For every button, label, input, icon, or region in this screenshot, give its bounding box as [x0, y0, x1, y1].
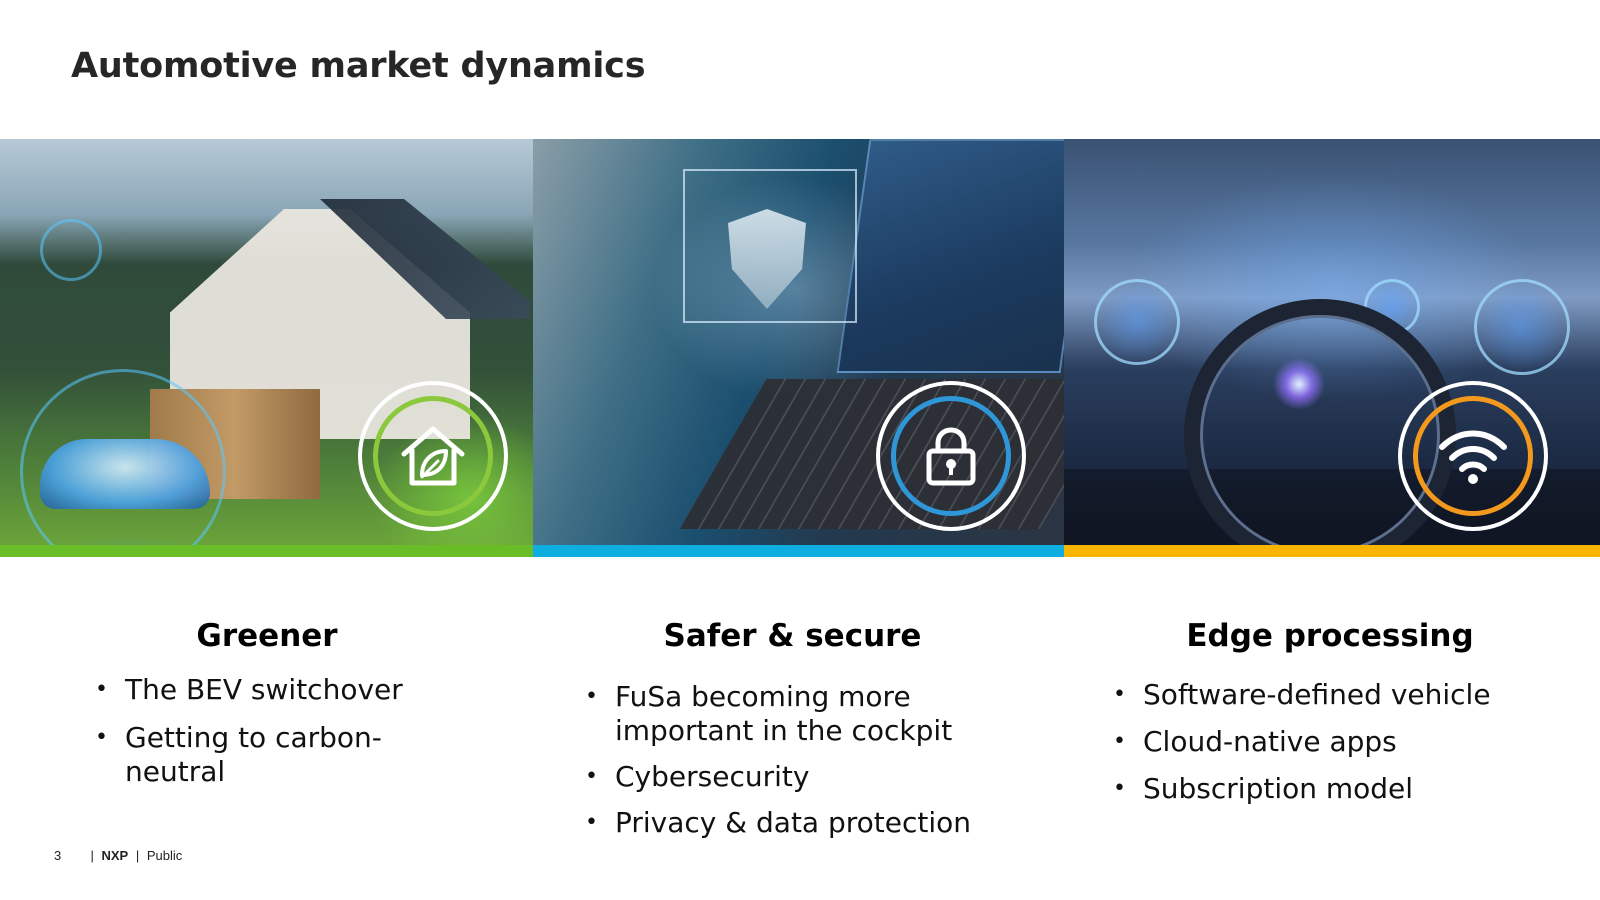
house-leaf-icon: [401, 426, 465, 486]
edge-bullet-list: •Software-defined vehicle •Cloud-native …: [1113, 678, 1573, 806]
wifi-icon: [1439, 430, 1507, 484]
edge-heading: Edge processing: [1186, 618, 1474, 654]
slide-title: Automotive market dynamics: [71, 46, 646, 86]
list-item: •FuSa becoming more important in the coc…: [585, 680, 953, 747]
blue-accent-bar: [533, 545, 1064, 557]
secure-heading: Safer & secure: [663, 618, 922, 654]
smart-home-photo: [0, 139, 533, 557]
slide-footer: 3 | NXP | Public: [54, 848, 182, 863]
green-accent-bar: [0, 545, 533, 557]
edge-badge: [1398, 381, 1548, 531]
footer-brand: NXP: [101, 848, 129, 863]
footer-separator: |: [135, 848, 140, 863]
edge-image-panel: [1064, 139, 1600, 557]
footer-classification: Public: [146, 848, 183, 863]
greener-heading: Greener: [196, 618, 338, 654]
hologram-frame: [683, 169, 857, 323]
list-item: •The BEV switchover: [95, 673, 403, 706]
padlock-icon: [926, 427, 976, 486]
hologram-ring: [20, 369, 226, 557]
secure-image-panel: [533, 139, 1064, 557]
greener-bullet-list: •The BEV switchover •Getting to carbon-n…: [95, 673, 455, 789]
orange-accent-bar: [1064, 545, 1600, 557]
list-item: •Privacy & data protection: [585, 806, 972, 839]
list-item: •Cybersecurity: [585, 760, 810, 793]
greener-image-panel: [0, 139, 533, 557]
list-item: •Getting to carbon-neutral: [95, 721, 382, 788]
laptop-screen-illustration: [836, 139, 1064, 373]
page-number: 3: [54, 848, 62, 863]
list-item: •Subscription model: [1113, 772, 1414, 805]
greener-badge: [358, 381, 508, 531]
secure-badge: [876, 381, 1026, 531]
list-item: •Software-defined vehicle: [1113, 678, 1491, 711]
hud-gauge: [1094, 279, 1180, 365]
footer-separator: |: [90, 848, 94, 863]
secure-bullet-list: •FuSa becoming more important in the coc…: [585, 680, 1005, 840]
hud-gauge: [1474, 279, 1570, 375]
hologram-ring: [40, 219, 102, 281]
list-item: •Cloud-native apps: [1113, 725, 1397, 758]
